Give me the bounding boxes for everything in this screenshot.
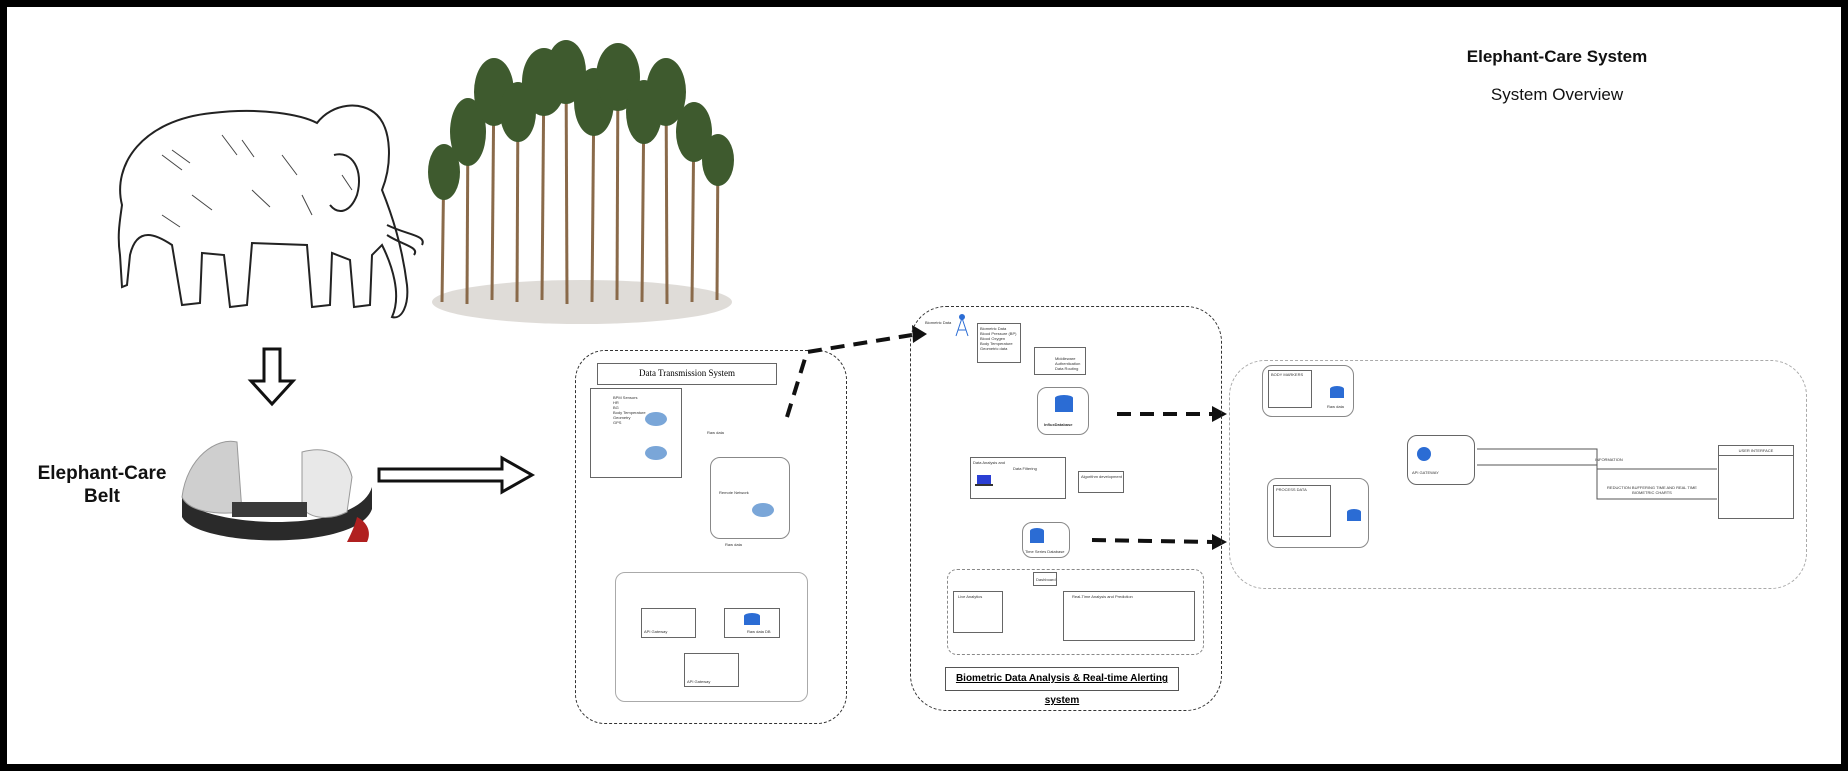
down-arrow-icon (247, 347, 297, 407)
database-icon (744, 613, 760, 625)
timeseries-db-box: Time Series Database (1022, 522, 1070, 558)
ui-connectors (1477, 448, 1717, 500)
arrow-head (1212, 406, 1227, 422)
body-markers-box: BODY MARKERS Raw data (1262, 365, 1354, 417)
information-label: INFORMATION (1595, 457, 1623, 462)
sensor-box: BPM Sensors HR BG Body Temperature Geome… (590, 388, 682, 478)
transmission-title-box: Data Transmission System (597, 363, 777, 385)
process-data-box: PROCESS DATA (1267, 478, 1369, 548)
database-icon (1030, 528, 1044, 543)
user-interface-box: USER INTERFACE (1718, 445, 1794, 519)
bio-top-label: Biometric Data (925, 320, 952, 325)
arrow-head (1212, 534, 1227, 550)
database-icon (1347, 509, 1361, 521)
transmission-title: Data Transmission System (638, 368, 735, 378)
live-analytics-box: Live Analytics (953, 591, 1003, 633)
dashboard-region (947, 569, 1204, 655)
gateway-middleware-box: API GATEWAY (1407, 435, 1475, 485)
sensor-list: BPM Sensors HR BG Body Temperature Geome… (613, 395, 646, 425)
database-icon (1055, 395, 1073, 412)
system-subtitle: System Overview (1490, 85, 1624, 104)
bio-list-box: Biometric Data Blood Pressure (BP) Blood… (977, 323, 1021, 363)
right-arrow-icon (377, 455, 536, 495)
system-title: Elephant-Care System (1466, 47, 1648, 66)
database-icon (1330, 386, 1344, 398)
diagram-canvas: Elephant-Care System System Overview (7, 7, 1841, 764)
api-gateway-box-2: API Gateway (684, 653, 739, 687)
biometric-caption: Biometric Data Analysis & Real-time Aler… (945, 667, 1179, 706)
transmission-panel (575, 350, 847, 724)
gateway-box: API Gateway Raw data DB API Gateway (615, 572, 808, 702)
flow-label: Raw data (707, 430, 724, 435)
biometric-panel (910, 306, 1222, 711)
antenna-icon (955, 314, 969, 337)
filter-box: Data Analysis and Data Filtering (970, 457, 1066, 499)
remote-network-box: Remote Network (710, 457, 790, 539)
ui-panel (1229, 360, 1807, 589)
dashed-arrow (785, 333, 913, 418)
algo-box: Algorithm development (1078, 471, 1124, 493)
prediction-box: Real-Time Analysis and Prediction (1063, 591, 1195, 641)
elephant-illustration (117, 104, 424, 319)
reduction-label: REDUCTION BUFFERING TIME AND REAL TIME B… (1607, 485, 1697, 495)
dashboard-box: Dashboard (1033, 572, 1057, 586)
bio-auth-box: Middleware Authentication Data Routing (1034, 347, 1086, 375)
api-gateway-box: API Gateway (641, 608, 696, 638)
raw-db-box: Raw data DB (724, 608, 780, 638)
cloud-icon (752, 503, 774, 517)
belt-label: Elephant-Care Belt (37, 463, 167, 507)
influx-db-box: InfluxDatabase (1037, 387, 1089, 435)
laptop-icon (975, 475, 993, 486)
dashed-arrow (1091, 538, 1213, 544)
forest-illustration (428, 40, 734, 324)
flow-label: Raw data (725, 542, 742, 547)
cloud-icon (645, 446, 667, 460)
api-gateway-icon (1417, 447, 1431, 461)
belt-illustration (181, 440, 372, 542)
cloud-icon (645, 412, 667, 426)
